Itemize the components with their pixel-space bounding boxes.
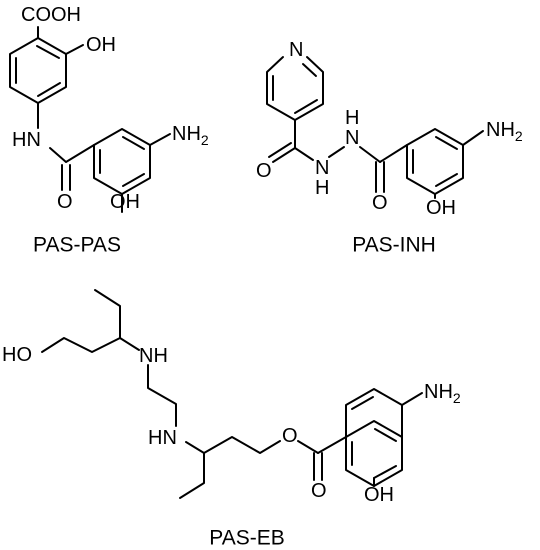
pas-inh-h1-label: H: [315, 177, 329, 199]
pas-inh-caption: PAS-INH: [352, 234, 436, 257]
pas-inh-n-n-bond: [328, 146, 345, 158]
pas-eb-ester-bond: [297, 440, 319, 454]
pas-inh-c1-n-bond: [294, 147, 314, 161]
subscript-2: 2: [201, 132, 209, 148]
pas-eb-lower-nh-ch-bond: [185, 441, 205, 454]
pas-pas-ring-a: [9, 37, 67, 104]
pas-pas-oh-label: OH: [86, 34, 116, 56]
pas-eb-nh-label: NH: [139, 345, 168, 367]
pas-eb-nh2-bond: [401, 392, 423, 406]
pas-pas-caption: PAS-PAS: [33, 234, 121, 257]
pas-inh-nh2-bond: [462, 130, 484, 146]
pas-inh-pyridine-ring: [266, 56, 324, 121]
pas-inh-o2-label: O: [372, 192, 388, 214]
pas-eb-ring-top-double: [351, 396, 374, 410]
pas-eb-lower-chain: [203, 436, 281, 454]
pas-inh-c1-o-bond: [268, 142, 296, 163]
pas-eb-lower-ethyl: [179, 452, 205, 499]
pas-eb-ring-top: [345, 388, 403, 438]
pas-inh-pyridine-n-label: N: [289, 39, 303, 61]
pas-inh-pyridine-double-bonds: [272, 63, 318, 114]
pas-inh-oh-label: OH: [426, 197, 456, 219]
pas-eb-bridge: [147, 364, 177, 427]
structure-pas-eb: HO NH HN O O OH NH2 PAS-EB: [2, 289, 461, 550]
pas-inh-nh2-label: NH2: [486, 119, 523, 144]
pas-pas-ring-a-double-bonds: [15, 45, 61, 97]
pas-eb-oh-label: OH: [364, 484, 394, 506]
pas-pas-cooh-label: COOH: [21, 4, 81, 26]
pas-eb-ester-co-bond: [313, 452, 323, 481]
pas-pas-carbonyl-bond: [61, 164, 71, 191]
pas-eb-upper-ethyl: [94, 289, 121, 339]
pas-pas-nh-label: HN: [12, 129, 41, 151]
pas-pas-oh-bond: [65, 44, 84, 55]
pas-eb-upper-chain: [41, 337, 121, 353]
pas-pas-o-label: O: [57, 191, 73, 213]
subscript-2: 2: [515, 128, 523, 144]
pas-eb-ester-ring-bond: [317, 436, 347, 454]
structure-pas-inh: N O N H N H O OH NH2 PAS-INH: [256, 39, 523, 257]
pas-inh-c2-o-bond: [375, 161, 385, 193]
pas-pas-nh2-label: NH2: [172, 123, 209, 148]
pas-eb-nh2-label: NH2: [424, 381, 461, 406]
pas-eb-ring-double-bonds: [351, 428, 397, 479]
pas-eb-upper-ch-nh-bond: [119, 337, 140, 351]
pas-eb-ho-label: HO: [2, 344, 32, 366]
pas-inh-n2-label: N: [345, 127, 359, 149]
pas-inh-o1-label: O: [256, 160, 272, 182]
pas-eb-caption: PAS-EB: [209, 527, 284, 550]
pas-eb-ring: [345, 420, 403, 487]
pas-eb-o-carbonyl-label: O: [311, 480, 327, 502]
pas-pas-ring-b: [93, 128, 151, 195]
pas-eb-o-ester-label: O: [282, 425, 298, 447]
pas-inh-ring-double-bonds: [412, 136, 458, 187]
pas-eb-hn-label: HN: [148, 427, 177, 449]
pas-inh-ring: [406, 128, 464, 195]
pas-inh-c2-ring-bond: [379, 144, 408, 163]
subscript-2: 2: [453, 390, 461, 406]
pas-inh-n1-label: N: [315, 157, 329, 179]
pas-pas-oh2-label: OH: [110, 191, 140, 213]
pas-pas-nh2-bond: [149, 133, 171, 146]
pas-pas-amide-bond: [49, 144, 95, 163]
pas-inh-c2-n-bond: [359, 146, 381, 163]
pas-inh-h2-label: H: [345, 107, 359, 129]
structure-pas-pas: COOH OH HN O OH NH2 PAS-PAS: [9, 4, 209, 257]
pas-pas-ring-b-double-bonds: [99, 136, 145, 187]
